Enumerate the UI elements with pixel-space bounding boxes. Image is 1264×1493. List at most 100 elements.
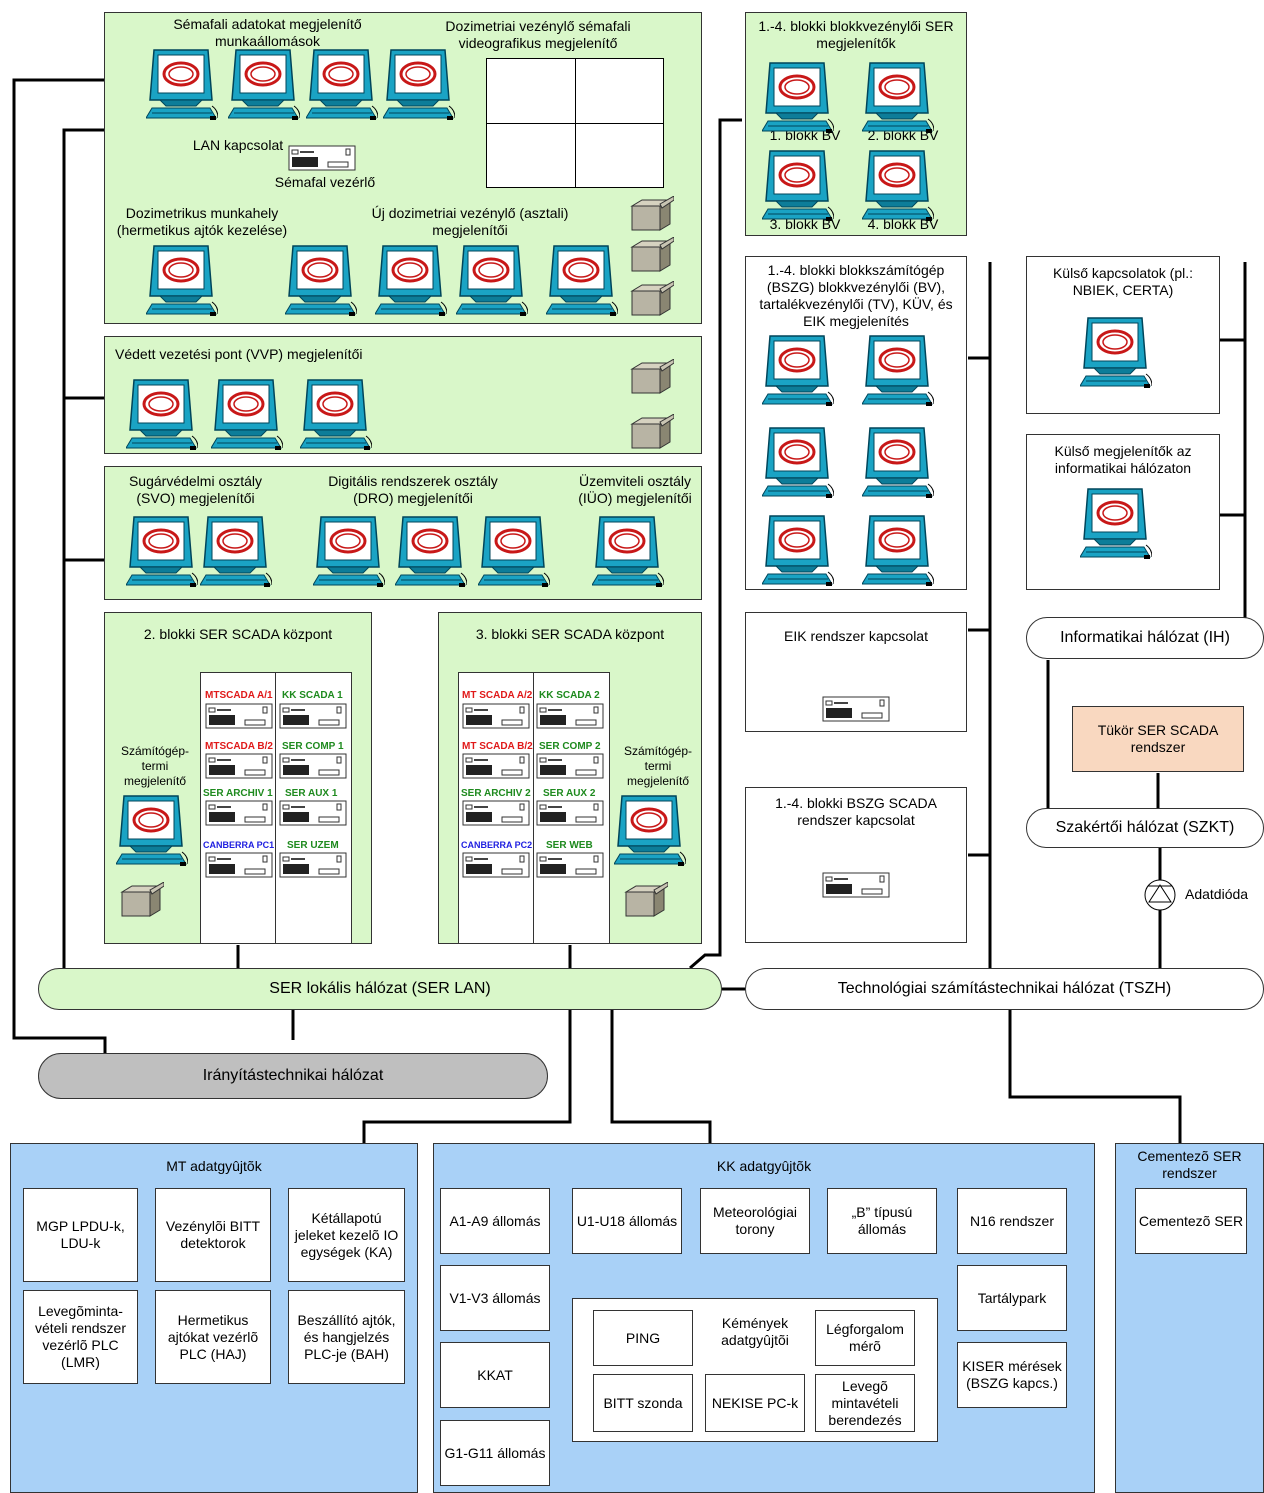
server-device-icon xyxy=(536,703,604,729)
kk-a1: A1-A9 állomás xyxy=(440,1188,550,1254)
server-device-icon xyxy=(536,800,604,826)
tukor-box: Tükör SER SCADA rendszer xyxy=(1072,706,1244,772)
workstation-icon xyxy=(761,330,835,408)
kk-v1: V1-V3 állomás xyxy=(440,1265,550,1331)
workstation-icon xyxy=(115,790,189,868)
kk-legforg: Légforgalom mérõ xyxy=(815,1310,915,1366)
kk-u1: U1-U18 állomás xyxy=(572,1188,682,1254)
workstation-icon xyxy=(284,240,358,318)
workstation-icon xyxy=(761,422,835,500)
bv-label-3: 3. blokk BV xyxy=(769,216,841,232)
workstation-icon xyxy=(199,511,273,589)
kk-n16: N16 rendszer xyxy=(957,1188,1067,1254)
kulso-kapcs-label: Külső kapcsolatok (pl.: NBIEK, CERTA) xyxy=(1052,265,1194,298)
server-device-icon xyxy=(822,872,890,898)
server-device-icon xyxy=(279,703,347,729)
workstation-icon xyxy=(312,511,386,589)
workstation-icon xyxy=(455,240,529,318)
workstation-icon xyxy=(145,240,219,318)
workstation-icon xyxy=(145,44,219,122)
scada3-title: 3. blokki SER SCADA központ xyxy=(475,626,665,642)
rack-label: MT SCADA A/2 xyxy=(462,690,533,701)
rack-label: MTSCADA B/2 xyxy=(205,741,273,752)
kk-g1: G1-G11 állomás xyxy=(440,1420,550,1486)
server-device-icon xyxy=(279,753,347,779)
workstation-icon xyxy=(591,511,665,589)
workstation-icon xyxy=(861,510,935,588)
workstation-icon xyxy=(125,511,199,589)
server-device-icon xyxy=(536,753,604,779)
workstation-icon xyxy=(299,374,373,452)
workstation-icon xyxy=(545,240,619,318)
mt-title: MT adatgyûjtõk xyxy=(166,1158,262,1174)
workstation-icon xyxy=(861,145,935,223)
server-device-icon xyxy=(205,703,273,729)
tszh-network: Technológiai számítástechnikai hálózat (… xyxy=(745,968,1264,1010)
semafal-video-label: Dozimetriai vezénylő sémafali videografi… xyxy=(445,18,631,51)
workstation-icon xyxy=(210,374,284,452)
mt-item: Hermetikus ajtókat vezérlõ PLC (HAJ) xyxy=(155,1290,271,1384)
rack-label: SER ARCHIV 2 xyxy=(461,788,531,799)
rack-label: CANBERRA PC1 xyxy=(203,840,275,850)
lan-label: LAN kapcsolat xyxy=(192,137,284,153)
workstation-icon xyxy=(861,330,935,408)
server-device-icon xyxy=(536,852,604,878)
server-device-icon xyxy=(288,145,356,171)
workstation-icon xyxy=(305,44,379,122)
uj-dozi-label: Új dozimetriai vezénylő (asztali) megjel… xyxy=(371,205,569,238)
kk-meteo: Meteorológiai torony xyxy=(700,1188,810,1254)
rack-label: SER COMP 1 xyxy=(282,741,344,752)
server-device-icon xyxy=(279,852,347,878)
printer-icon xyxy=(624,881,669,918)
mt-item: MGP LPDU-k, LDU-k xyxy=(23,1188,138,1282)
rack-label: SER ARCHIV 1 xyxy=(203,788,273,799)
mt-item: Levegõminta-vételi rendszer vezérlõ PLC … xyxy=(23,1290,138,1384)
svo-label: Sugárvédelmi osztály (SVO) megjelenítői xyxy=(128,473,263,506)
server-device-icon xyxy=(462,800,530,826)
scada2-title: 2. blokki SER SCADA központ xyxy=(143,626,333,642)
video-wall xyxy=(486,58,664,188)
cem-title: Cementezõ SER rendszer xyxy=(1137,1148,1242,1181)
bv-label-4: 4. blokk BV xyxy=(867,216,939,232)
workstation-icon xyxy=(394,511,468,589)
workstation-icon xyxy=(227,44,301,122)
workstation-icon xyxy=(761,145,835,223)
workstation-icon xyxy=(861,422,935,500)
adatdioda-icon xyxy=(1144,879,1176,911)
kk-bitt: BITT szonda xyxy=(593,1374,693,1432)
rack-label: SER COMP 2 xyxy=(539,741,601,752)
eik-label: EIK rendszer kapcsolat xyxy=(784,628,928,644)
kulso-megj-label: Külső megjelenítők az informatikai hálóz… xyxy=(1054,443,1192,476)
server-device-icon xyxy=(462,703,530,729)
printer-icon xyxy=(630,195,675,232)
server-device-icon xyxy=(205,800,273,826)
rack-label: SER AUX 1 xyxy=(285,788,338,799)
semafal-ws-label: Sémafali adatokat megjelenítő munkaállom… xyxy=(173,16,362,49)
kk-tartaly: Tartálypark xyxy=(957,1265,1067,1331)
dro-label: Digitális rendszerek osztály (DRO) megje… xyxy=(328,473,498,506)
rack-label: MTSCADA A/1 xyxy=(205,690,273,701)
scada2-terminal-label: Számítógép-termi megjelenítő xyxy=(120,744,190,788)
workstation-icon xyxy=(374,240,448,318)
mt-item: Vezénylõi BITT detektorok xyxy=(155,1188,271,1282)
bszg-title: 1.-4. blokki blokkszámítógép (BSZG) blok… xyxy=(759,262,953,329)
iranyitas-network: Irányítástechnikai hálózat xyxy=(38,1053,548,1099)
workstation-icon xyxy=(761,57,835,135)
bszg-scada-label: 1.-4. blokki BSZG SCADA rendszer kapcsol… xyxy=(775,795,937,828)
kk-kkat: KKAT xyxy=(440,1342,550,1408)
server-device-icon xyxy=(822,696,890,722)
kk-ping: PING xyxy=(593,1310,693,1366)
adatdioda-label: Adatdióda xyxy=(1185,886,1249,902)
rack-label: CANBERRA PC2 xyxy=(461,840,533,850)
rack-label: SER UZEM xyxy=(287,840,339,851)
server-device-icon xyxy=(205,852,273,878)
szkt-network: Szakértői hálózat (SZKT) xyxy=(1026,808,1264,848)
rack-label: KK SCADA 2 xyxy=(539,690,600,701)
ser-lan: SER lokális hálózat (SER LAN) xyxy=(38,968,722,1010)
ih-network: Informatikai hálózat (IH) xyxy=(1026,617,1264,659)
bszg-scada-zone xyxy=(745,787,967,943)
printer-icon xyxy=(630,280,675,317)
mt-item: Kétállapotú jeleket kezelõ IO egységek (… xyxy=(288,1188,405,1282)
server-device-icon xyxy=(462,852,530,878)
kk-nekise: NEKISE PC-k xyxy=(705,1374,805,1432)
